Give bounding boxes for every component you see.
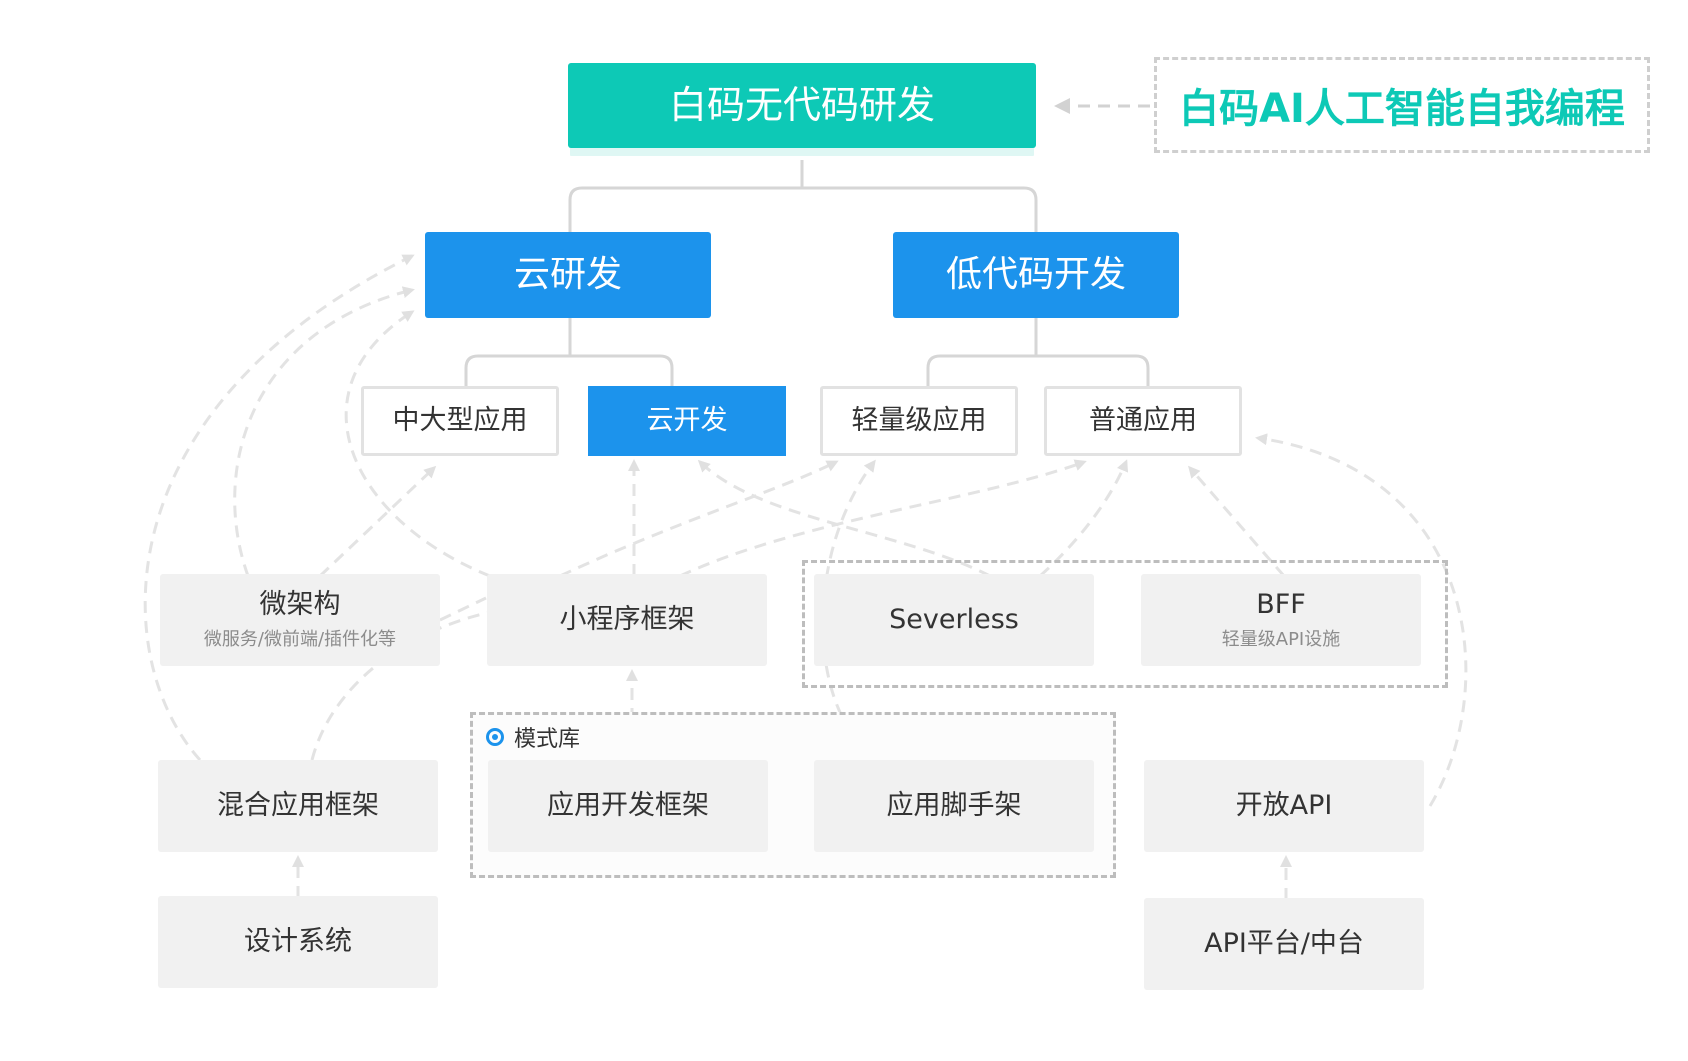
connector-cloud-dev-children bbox=[464, 318, 674, 386]
node-serverless-label: Severless bbox=[889, 603, 1019, 635]
node-large-app[interactable]: 中大型应用 bbox=[361, 386, 559, 456]
node-bff-sub: 轻量级API设施 bbox=[1221, 629, 1341, 651]
node-design-system-label: 设计系统 bbox=[244, 925, 352, 957]
arrow-miniprogram-to-light-app bbox=[559, 460, 839, 578]
node-cloud-develop[interactable]: 云开发 bbox=[588, 386, 786, 456]
node-hybrid-framework-label: 混合应用框架 bbox=[217, 789, 379, 821]
arrow-bff-to-normal-app bbox=[1188, 465, 1286, 577]
node-lowcode-dev-label: 低代码开发 bbox=[945, 254, 1126, 296]
arrow-microarch-to-cloud-dev bbox=[233, 286, 415, 577]
top-node-label: 白码无代码研发 bbox=[668, 82, 935, 127]
arrow-openapi-to-normal-app bbox=[1255, 433, 1468, 807]
node-open-api-label: 开放API bbox=[1235, 789, 1333, 821]
node-cloud-develop-label: 云开发 bbox=[646, 404, 728, 436]
connector-top-to-level2 bbox=[568, 160, 1038, 232]
arrow-hybrid-to-large-app bbox=[310, 605, 503, 761]
node-light-app-label: 轻量级应用 bbox=[851, 404, 987, 436]
node-cloud-dev-label: 云研发 bbox=[513, 254, 622, 296]
arrow-hybrid-to-cloud-dev bbox=[143, 254, 415, 762]
node-design-system[interactable]: 设计系统 bbox=[158, 896, 438, 988]
node-serverless[interactable]: Severless bbox=[814, 574, 1094, 666]
node-miniprogram-label: 小程序框架 bbox=[559, 603, 695, 635]
node-cloud-dev[interactable]: 云研发 bbox=[425, 232, 711, 318]
node-microarch[interactable]: 微架构 微服务/微前端/插件化等 bbox=[160, 574, 440, 666]
node-microarch-sub: 微服务/微前端/插件化等 bbox=[203, 629, 397, 651]
arrow-serverless-to-normal-app bbox=[1038, 459, 1129, 578]
arrow-microarch-to-miniprogram bbox=[439, 596, 487, 622]
node-api-platform-label: API平台/中台 bbox=[1204, 927, 1364, 959]
node-scaffold-label: 应用脚手架 bbox=[886, 789, 1022, 821]
node-large-app-label: 中大型应用 bbox=[392, 404, 528, 436]
node-app-framework[interactable]: 应用开发框架 bbox=[488, 760, 768, 852]
arrow-miniprogram-to-cloud-dev bbox=[344, 310, 491, 578]
node-microarch-label: 微架构 bbox=[259, 589, 341, 620]
top-node-baima-nocode[interactable]: 白码无代码研发 bbox=[568, 63, 1036, 148]
pattern-library-label: 模式库 bbox=[514, 727, 581, 752]
connector-lowcode-children bbox=[926, 318, 1150, 386]
arrow-serverless-to-cloud-develop bbox=[697, 459, 991, 578]
node-hybrid-framework[interactable]: 混合应用框架 bbox=[158, 760, 438, 852]
node-bff-label: BFF bbox=[1256, 589, 1306, 620]
node-miniprogram[interactable]: 小程序框架 bbox=[487, 574, 767, 666]
pattern-library-header[interactable]: 模式库 bbox=[486, 722, 580, 752]
node-api-platform[interactable]: API平台/中台 bbox=[1144, 898, 1424, 990]
ai-programming-box[interactable]: 白码AI人工智能自我编程 bbox=[1154, 57, 1650, 153]
tree-connectors bbox=[464, 160, 1150, 386]
node-open-api[interactable]: 开放API bbox=[1144, 760, 1424, 852]
serverless-bff-region bbox=[802, 560, 1448, 688]
node-scaffold[interactable]: 应用脚手架 bbox=[814, 760, 1094, 852]
node-lowcode-dev[interactable]: 低代码开发 bbox=[893, 232, 1179, 318]
node-normal-app[interactable]: 普通应用 bbox=[1044, 386, 1242, 456]
ai-programming-label: 白码AI人工智能自我编程 bbox=[1179, 86, 1625, 132]
node-normal-app-label: 普通应用 bbox=[1089, 404, 1197, 436]
radio-selected-icon[interactable] bbox=[486, 728, 504, 746]
arrow-miniprogram-to-normal-app bbox=[679, 459, 1087, 578]
node-bff[interactable]: BFF 轻量级API设施 bbox=[1141, 574, 1421, 666]
node-light-app[interactable]: 轻量级应用 bbox=[820, 386, 1018, 456]
arrow-microarch-to-large-app bbox=[318, 465, 437, 578]
node-app-framework-label: 应用开发框架 bbox=[547, 789, 709, 821]
